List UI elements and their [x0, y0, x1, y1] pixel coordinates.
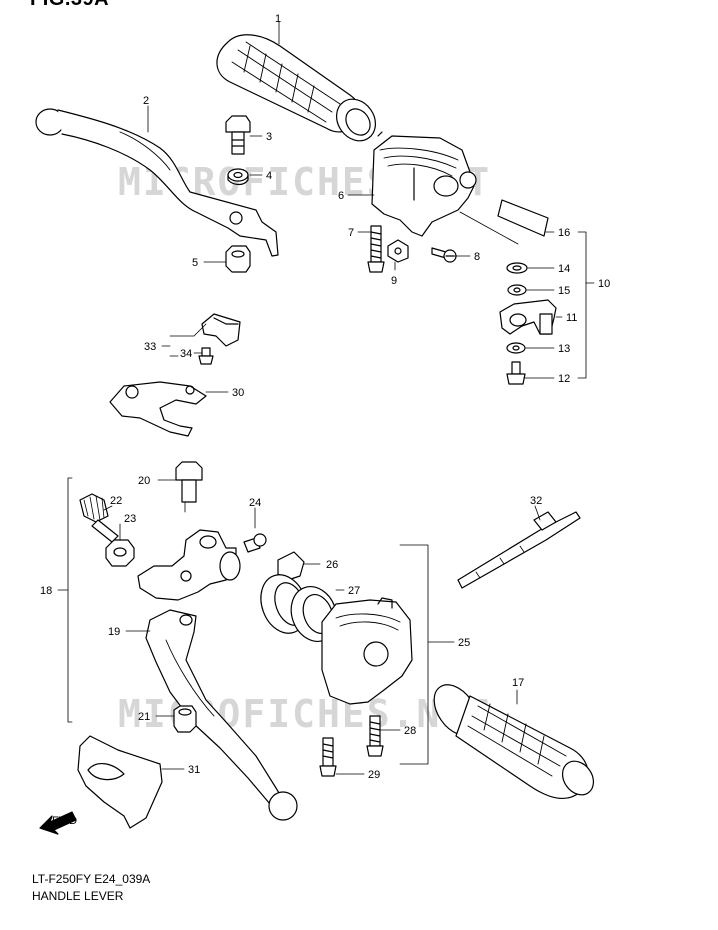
part-28-screw: [366, 715, 384, 757]
callout-22: 22: [110, 495, 122, 507]
callout-9: 9: [391, 275, 397, 287]
callout-11: 11: [566, 312, 577, 324]
part-6-switch-housing: [371, 131, 477, 237]
section-name: HANDLE LEVER: [32, 889, 124, 903]
part-1-grip-right: [216, 34, 377, 142]
part-4-washer: [227, 168, 249, 186]
callout-6: 6: [338, 190, 344, 202]
part-21-nut: [173, 705, 197, 733]
callout-31: 31: [188, 764, 200, 776]
callout-2: 2: [143, 95, 149, 107]
part-25-switch-housing: [321, 597, 413, 705]
part-13-washer: [506, 342, 526, 354]
callout-16: 16: [558, 227, 570, 239]
callout-17: 17: [512, 677, 524, 689]
part-19-lever-lower: [145, 609, 298, 821]
callout-33: 33: [144, 341, 156, 353]
callout-23: 23: [124, 513, 136, 525]
part-2-lever-upper: [35, 108, 279, 257]
part-5-nut: [225, 245, 251, 273]
part-18-holder: [137, 529, 241, 601]
part-8-screw: [431, 247, 457, 263]
part-26-cap: [277, 551, 305, 581]
callout-8: 8: [474, 251, 480, 263]
callout-15: 15: [558, 285, 570, 297]
part-9-clip: [387, 239, 409, 263]
part-30-parking-lever: [109, 381, 207, 437]
part-14-washer: [506, 262, 528, 274]
fwd-label: FWD: [52, 815, 77, 827]
callout-5: 5: [192, 257, 198, 269]
part-22-adjuster: [79, 493, 119, 543]
callout-25: 25: [458, 637, 470, 649]
callout-27: 27: [348, 585, 360, 597]
part-20-bolt: [175, 461, 203, 503]
fwd-arrow-icon: FWD: [39, 811, 77, 835]
callout-30: 30: [232, 387, 244, 399]
part-29-screw: [319, 737, 337, 777]
part-12-screw: [506, 361, 526, 385]
model-code: LT-F250FY E24_039A: [32, 872, 151, 886]
leader-lines: [57, 21, 595, 775]
callout-29: 29: [368, 769, 380, 781]
callout-32: 32: [530, 495, 542, 507]
part-3-bolt: [225, 115, 251, 155]
callout-21: 21: [138, 711, 150, 723]
callout-13: 13: [558, 343, 570, 355]
callout-34: 34: [180, 348, 192, 360]
callout-3: 3: [266, 131, 272, 143]
part-17-grip-left: [433, 684, 595, 800]
callout-4: 4: [266, 170, 272, 182]
part-11-clamp: [499, 299, 557, 335]
callout-26: 26: [326, 559, 338, 571]
callout-7: 7: [348, 227, 354, 239]
callout-1: 1: [275, 13, 281, 25]
part-16-strip: [497, 199, 549, 237]
part-31-boot: [77, 735, 163, 829]
callout-numbers: 1 2 3 4 5 6 7 8 9 10 11 12 13 14 15 16 1…: [40, 13, 610, 781]
callout-14: 14: [558, 263, 570, 275]
part-24-screw: [243, 533, 267, 553]
callout-12: 12: [558, 373, 570, 385]
callout-20: 20: [138, 475, 150, 487]
part-15-washer: [507, 284, 527, 296]
part-34-screw: [198, 347, 214, 365]
callout-10: 10: [598, 278, 610, 290]
callout-18: 18: [40, 585, 52, 597]
callout-19: 19: [108, 626, 120, 638]
part-33-bracket: [201, 313, 241, 347]
part-32-cable-tie: [457, 511, 581, 589]
callout-28: 28: [404, 725, 416, 737]
callout-24: 24: [249, 497, 261, 509]
figure-title: FIG.39A: [30, 0, 109, 11]
part-7-screw: [367, 225, 385, 273]
part-23-nut: [105, 539, 135, 567]
